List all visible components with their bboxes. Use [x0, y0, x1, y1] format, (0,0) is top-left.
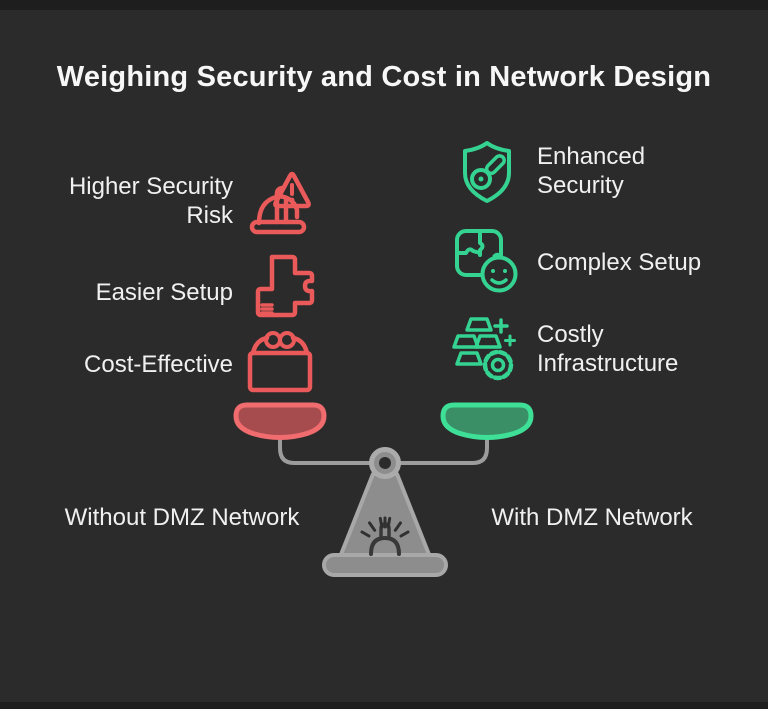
label-costly-infrastructure: Costly Infrastructure	[537, 321, 679, 377]
top-border-strip	[0, 0, 768, 10]
label-without-dmz: Without DMZ Network	[64, 504, 300, 531]
hard-hat-warning-icon	[246, 166, 318, 240]
green-pan	[440, 402, 534, 440]
label-with-dmz: With DMZ Network	[491, 504, 693, 531]
shield-key-icon	[456, 138, 518, 206]
label-easier-setup: Easier Setup	[95, 279, 233, 306]
scale-body	[338, 472, 432, 559]
coin-purse-icon	[245, 328, 315, 394]
scale-pivot-hole	[379, 457, 391, 469]
page-title: Weighing Security and Cost in Network De…	[56, 61, 712, 93]
label-higher-security-risk: Higher Security Risk	[68, 173, 233, 229]
label-cost-effective: Cost-Effective	[84, 351, 233, 378]
scale-base	[322, 553, 448, 577]
scale-lamp-detail	[360, 516, 410, 556]
red-pan	[233, 402, 327, 440]
bottom-border-strip	[0, 702, 768, 709]
puzzle-pieces-icon	[247, 252, 323, 324]
label-complex-setup: Complex Setup	[537, 249, 702, 276]
label-enhanced-security: Enhanced Security	[537, 143, 646, 199]
puzzle-smiley-icon	[452, 224, 518, 294]
gold-bars-coin-icon	[450, 312, 518, 382]
